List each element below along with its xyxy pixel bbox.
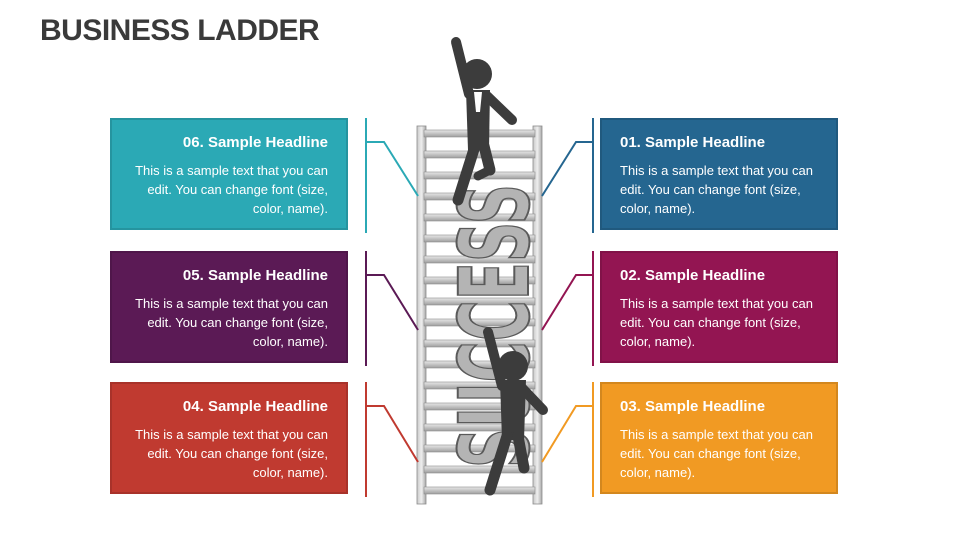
- step-card-03: 03. Sample Headline This is a sample tex…: [600, 382, 838, 494]
- step-headline: 06. Sample Headline: [182, 134, 328, 151]
- step-description: This is a sample text that you can edit.…: [135, 163, 328, 216]
- connector-05: [365, 251, 419, 366]
- top-climber-figure: [451, 37, 517, 206]
- step-card-06: 06. Sample Headline This is a sample tex…: [110, 118, 348, 230]
- step-description: This is a sample text that you can edit.…: [135, 427, 328, 480]
- page-title: BUSINESS LADDER: [40, 14, 320, 47]
- step-headline: 03. Sample Headline: [620, 398, 766, 415]
- step-headline: 02. Sample Headline: [620, 267, 766, 284]
- ladder-rail-right: [532, 125, 543, 505]
- step-card-01: 01. Sample Headline This is a sample tex…: [600, 118, 838, 230]
- connector-04: [365, 382, 419, 497]
- connector-01: [541, 118, 594, 233]
- connector-06: [365, 118, 419, 233]
- connector-03: [541, 382, 594, 497]
- connector-02: [541, 251, 594, 366]
- step-headline: 04. Sample Headline: [182, 398, 328, 415]
- bottom-climber-figure: [483, 327, 548, 496]
- step-description: This is a sample text that you can edit.…: [135, 296, 328, 349]
- step-description: This is a sample text that you can edit.…: [620, 427, 813, 480]
- step-card-05: 05. Sample Headline This is a sample tex…: [110, 251, 348, 363]
- step-headline: 01. Sample Headline: [620, 134, 766, 151]
- ladder-word: SUCCESS: [439, 184, 551, 468]
- step-headline: 05. Sample Headline: [182, 267, 328, 284]
- step-card-04: 04. Sample Headline This is a sample tex…: [110, 382, 348, 494]
- step-card-02: 02. Sample Headline This is a sample tex…: [600, 251, 838, 363]
- ladder-rail-left: [416, 125, 427, 505]
- step-description: This is a sample text that you can edit.…: [620, 163, 813, 216]
- step-description: This is a sample text that you can edit.…: [620, 296, 813, 349]
